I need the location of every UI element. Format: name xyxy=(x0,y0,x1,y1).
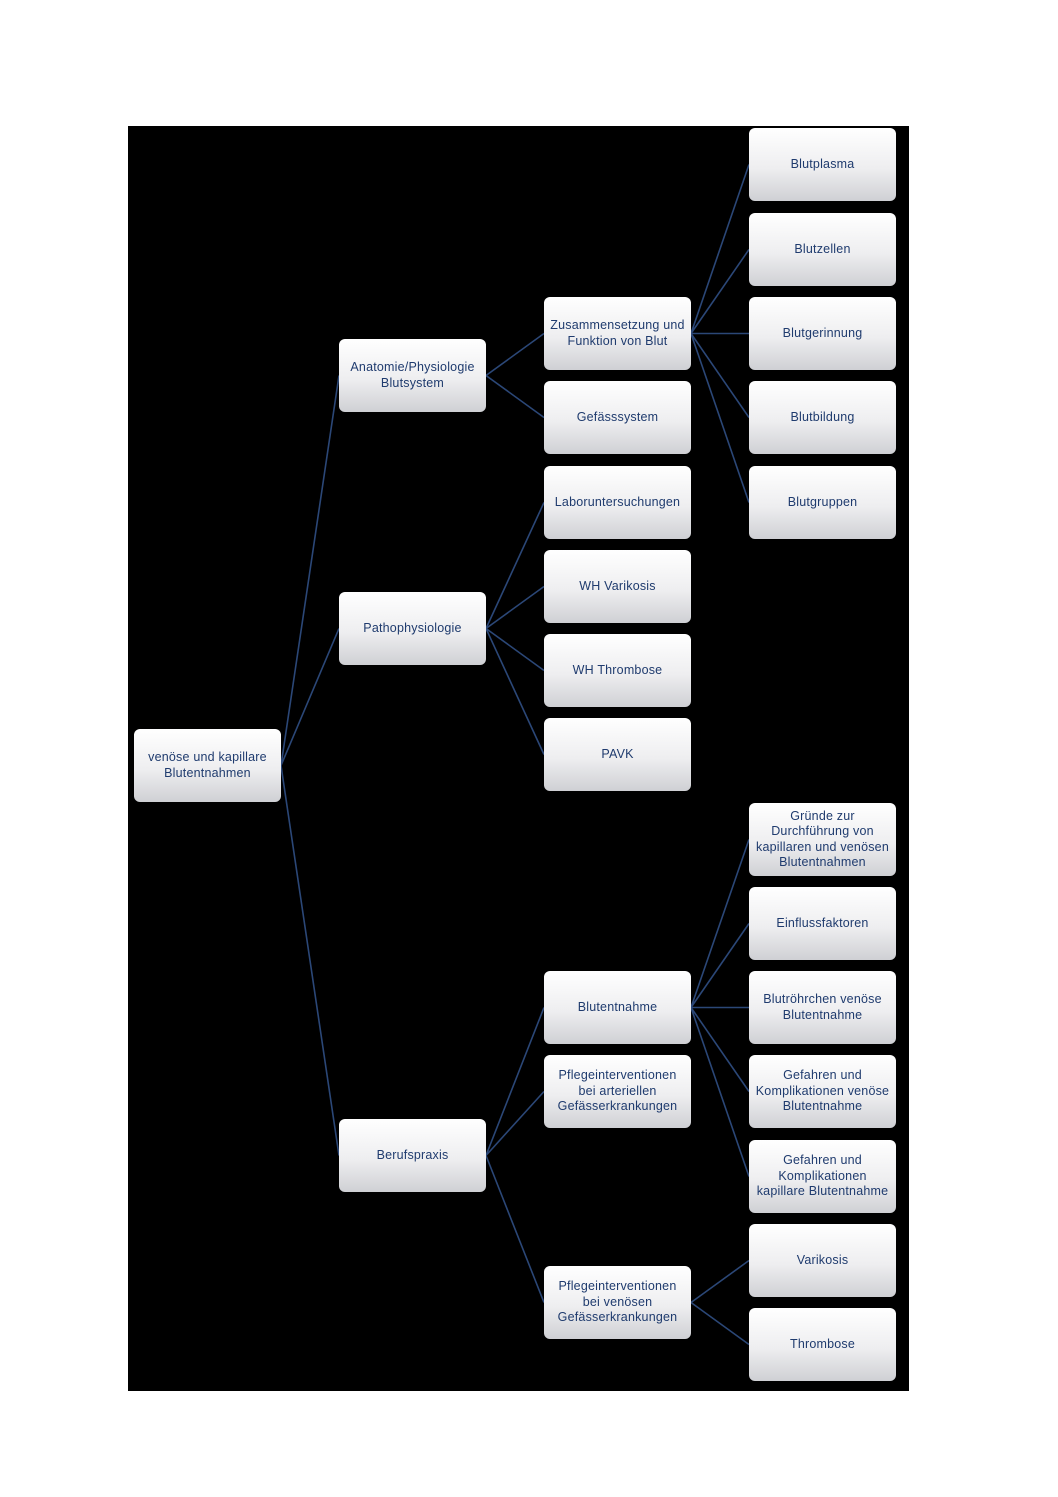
node-gefaesssystem[interactable]: Gefässsystem xyxy=(544,381,691,454)
node-pflege-arteriell[interactable]: Pflegeinterventionen bei arteriellen Gef… xyxy=(544,1055,691,1128)
node-blutplasma[interactable]: Blutplasma xyxy=(749,128,896,201)
node-anatomie-physiologie[interactable]: Anatomie/Physiologie Blutsystem xyxy=(339,339,486,412)
node-gefahren-kapillar[interactable]: Gefahren und Komplikationen kapillare Bl… xyxy=(749,1140,896,1213)
node-gefahren-venoes[interactable]: Gefahren und Komplikationen venöse Blute… xyxy=(749,1055,896,1128)
node-blutgerinnung[interactable]: Blutgerinnung xyxy=(749,297,896,370)
node-zusammensetzung-funktion-blut[interactable]: Zusammensetzung und Funktion von Blut xyxy=(544,297,691,370)
node-root[interactable]: venöse und kapillare Blutentnahmen xyxy=(134,729,281,802)
node-einflussfaktoren[interactable]: Einflussfaktoren xyxy=(749,887,896,960)
node-varikosis[interactable]: Varikosis xyxy=(749,1224,896,1297)
node-laboruntersuchungen[interactable]: Laboruntersuchungen xyxy=(544,466,691,539)
node-gruende-blutentnahmen[interactable]: Gründe zur Durchführung von kapillaren u… xyxy=(749,803,896,876)
node-thrombose[interactable]: Thrombose xyxy=(749,1308,896,1381)
node-pflege-venoes[interactable]: Pflegeinterventionen bei venösen Gefässe… xyxy=(544,1266,691,1339)
node-blutgruppen[interactable]: Blutgruppen xyxy=(749,466,896,539)
node-pathophysiologie[interactable]: Pathophysiologie xyxy=(339,592,486,665)
node-wh-thrombose[interactable]: WH Thrombose xyxy=(544,634,691,707)
node-wh-varikosis[interactable]: WH Varikosis xyxy=(544,550,691,623)
node-blutzellen[interactable]: Blutzellen xyxy=(749,213,896,286)
node-pavk[interactable]: PAVK xyxy=(544,718,691,791)
node-blutroehrchen[interactable]: Blutröhrchen venöse Blutentnahme xyxy=(749,971,896,1044)
node-blutbildung[interactable]: Blutbildung xyxy=(749,381,896,454)
node-blutentnahme[interactable]: Blutentnahme xyxy=(544,971,691,1044)
node-berufspraxis[interactable]: Berufspraxis xyxy=(339,1119,486,1192)
